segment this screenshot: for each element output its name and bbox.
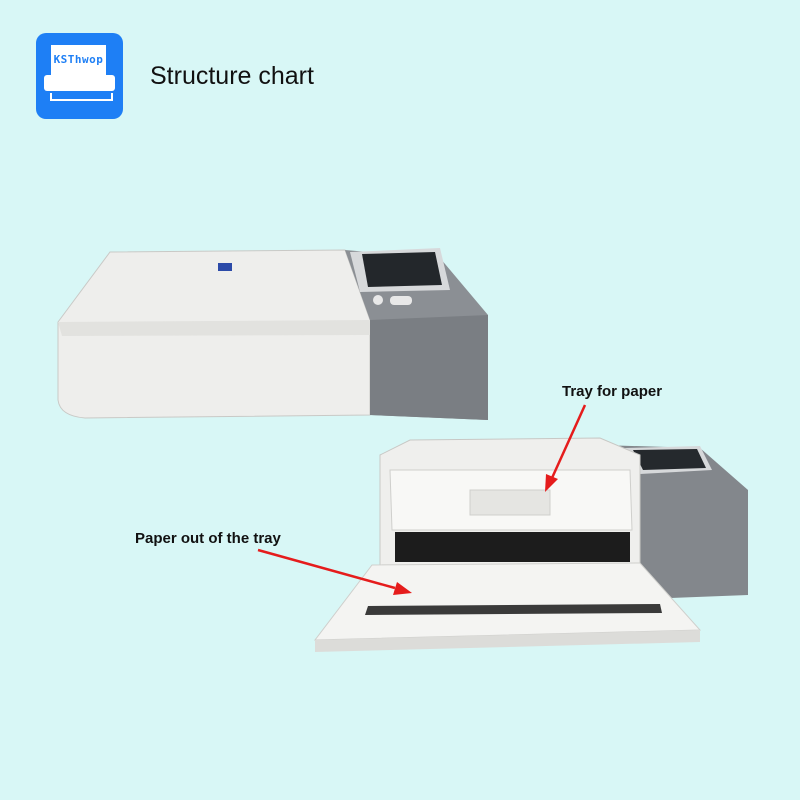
brand-logo: KSThwop: [36, 33, 123, 119]
touchscreen-open: [633, 449, 706, 470]
printer-open: [313, 437, 748, 652]
logo-printer-slot: [50, 93, 113, 101]
logo-printer-body: [44, 75, 115, 91]
printer-closed: [57, 248, 488, 420]
label-tray-for-paper: Tray for paper: [562, 383, 663, 400]
brand-badge: [218, 263, 232, 271]
page-title: Structure chart: [150, 62, 314, 90]
output-tray: [313, 562, 702, 641]
arrow-paper-out: [257, 548, 412, 595]
arrow-tray-for-paper: [545, 404, 587, 492]
control-buttons: [390, 296, 412, 305]
power-button: [373, 295, 383, 305]
logo-text: KSThwop: [51, 45, 106, 75]
touchscreen: [362, 252, 442, 287]
label-paper-out: Paper out of the tray: [135, 530, 281, 547]
paper-tray: [469, 489, 551, 516]
paper-slot: [395, 532, 630, 562]
